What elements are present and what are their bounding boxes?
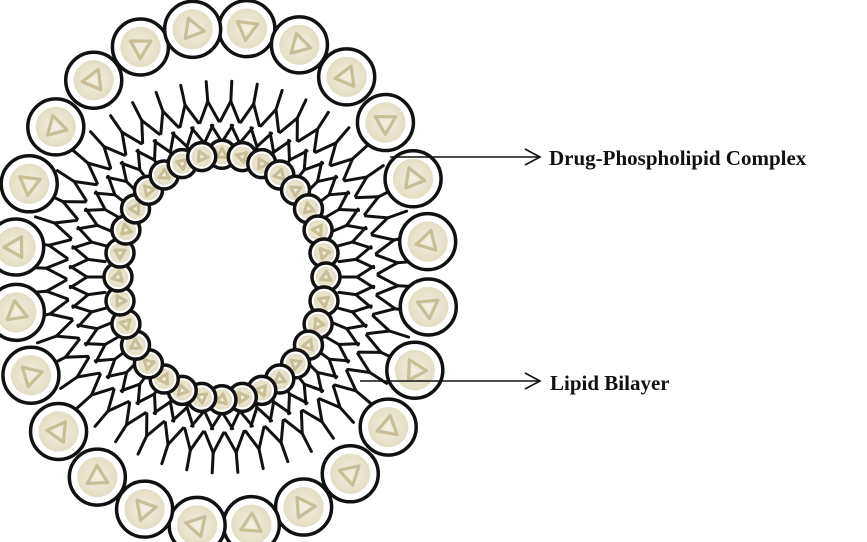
outer-head	[31, 403, 87, 459]
outer-head	[0, 284, 44, 340]
outer-tail	[91, 132, 125, 168]
outer-head	[165, 1, 221, 57]
outer-tail	[180, 85, 198, 126]
outer-tail	[185, 428, 203, 469]
outer-phospholipid-heads	[0, 1, 456, 542]
outer-head	[112, 19, 168, 75]
inner-tail	[70, 286, 105, 307]
outer-tail	[200, 82, 219, 123]
outer-head	[223, 497, 279, 542]
outer-head	[169, 497, 225, 542]
outer-tail	[95, 390, 128, 427]
bilayer-label: Lipid Bilayer	[550, 371, 670, 395]
inner-phospholipid-heads	[104, 140, 340, 413]
outer-tail	[116, 403, 146, 442]
inner-tail	[339, 247, 374, 268]
inner-tail	[73, 306, 108, 327]
outer-head	[66, 52, 122, 108]
outer-tail	[261, 90, 282, 131]
outer-head	[3, 347, 59, 403]
outer-tail	[220, 81, 239, 122]
outer-head	[219, 1, 275, 57]
outer-tail	[73, 150, 110, 183]
outer-tail	[316, 128, 349, 165]
inner-tail	[339, 286, 374, 307]
outer-head	[360, 399, 416, 455]
inner-tail	[336, 306, 371, 327]
outer-tail	[303, 400, 334, 438]
complex-label: Drug-Phospholipid Complex	[549, 146, 807, 170]
outer-tail	[320, 386, 354, 422]
outer-tail	[205, 432, 224, 473]
outer-tail	[162, 422, 183, 463]
outer-tail	[266, 421, 288, 462]
outer-head	[322, 446, 378, 502]
outer-head	[385, 151, 441, 207]
outer-tail	[241, 84, 259, 125]
outer-tail	[61, 358, 99, 389]
outer-tail	[77, 375, 113, 409]
outer-head	[387, 342, 443, 398]
outer-head	[319, 49, 375, 105]
inner-tail	[340, 266, 374, 287]
inner-tail	[70, 247, 105, 268]
outer-tail	[348, 354, 387, 384]
outer-head	[0, 219, 44, 275]
inner-tail	[73, 227, 108, 248]
outer-tail	[331, 146, 367, 180]
outer-tail	[335, 371, 372, 404]
outer-tail	[246, 427, 264, 468]
complex-pointer: Drug-Phospholipid Complex	[390, 146, 807, 170]
outer-head	[357, 95, 413, 151]
outer-head	[28, 99, 84, 155]
outer-tail	[133, 103, 160, 143]
outer-head	[1, 156, 57, 212]
outer-tail	[156, 92, 178, 133]
outer-tail	[225, 431, 244, 472]
outer-head	[117, 481, 173, 537]
inner-tail	[70, 266, 104, 287]
outer-head	[400, 214, 456, 270]
outer-tail	[111, 116, 142, 154]
outer-tail	[138, 414, 164, 454]
inner-head	[188, 143, 216, 171]
outer-tail	[345, 166, 383, 197]
outer-tail	[299, 112, 329, 151]
outer-tail	[285, 411, 312, 451]
inner-tail	[336, 227, 371, 248]
outer-head	[271, 17, 327, 73]
outer-head	[400, 279, 456, 335]
outer-head	[69, 449, 125, 505]
outer-head	[276, 479, 332, 535]
outer-tail	[57, 171, 96, 201]
outer-tail	[280, 100, 306, 140]
